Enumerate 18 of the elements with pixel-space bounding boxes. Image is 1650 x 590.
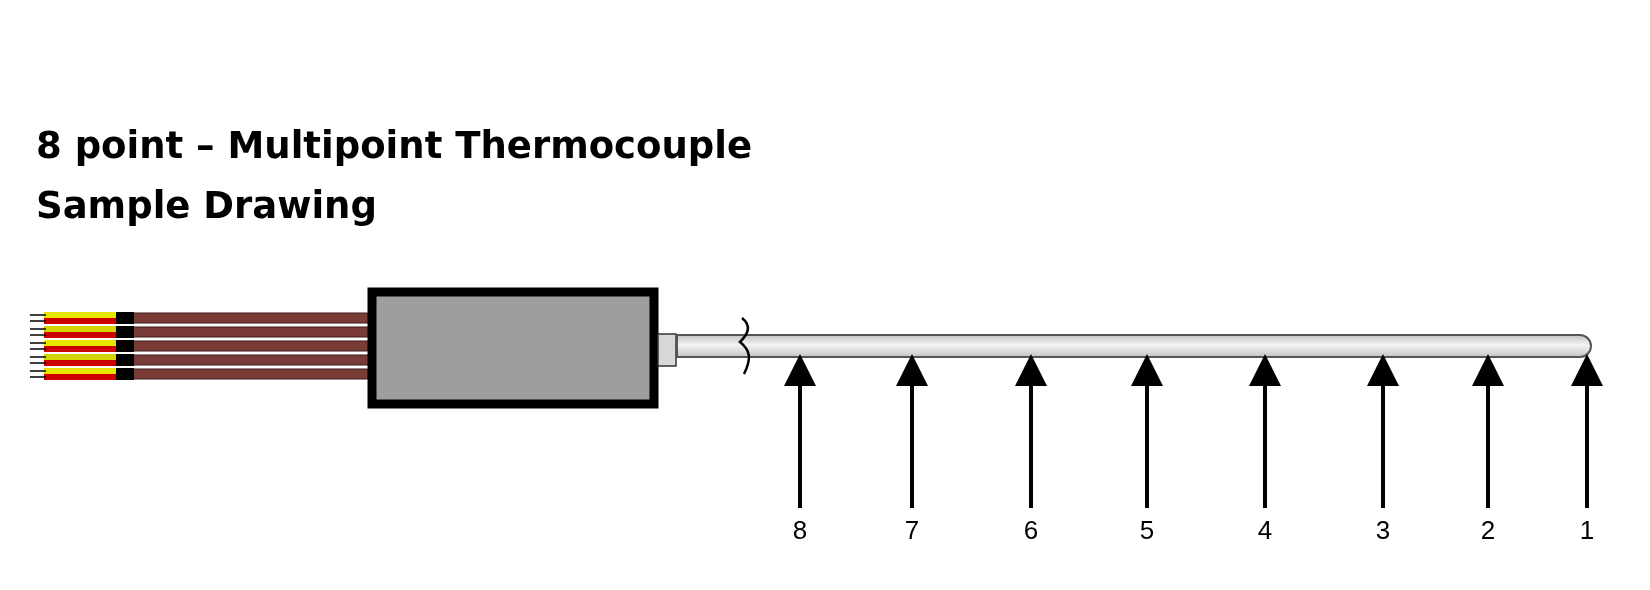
- callout-number: 8: [783, 512, 817, 548]
- arrow: [1249, 354, 1281, 508]
- arrow: [1367, 354, 1399, 508]
- arrow: [896, 354, 928, 508]
- callout-number: 5: [1130, 512, 1164, 548]
- callout-number: 2: [1471, 512, 1505, 548]
- arrow: [784, 354, 816, 508]
- callout-number: 7: [895, 512, 929, 548]
- arrow: [1571, 354, 1603, 508]
- callout-number: 4: [1248, 512, 1282, 548]
- arrow: [1472, 354, 1504, 508]
- callout-number: 1: [1570, 512, 1604, 548]
- probe-sheath: [676, 334, 1592, 358]
- callout-number: 6: [1014, 512, 1048, 548]
- title: 8 point – Multipoint Thermocouple Sample Drawing: [36, 123, 754, 229]
- arrow: [1015, 354, 1047, 508]
- callout-number: 3: [1366, 512, 1400, 548]
- arrow: [1131, 354, 1163, 508]
